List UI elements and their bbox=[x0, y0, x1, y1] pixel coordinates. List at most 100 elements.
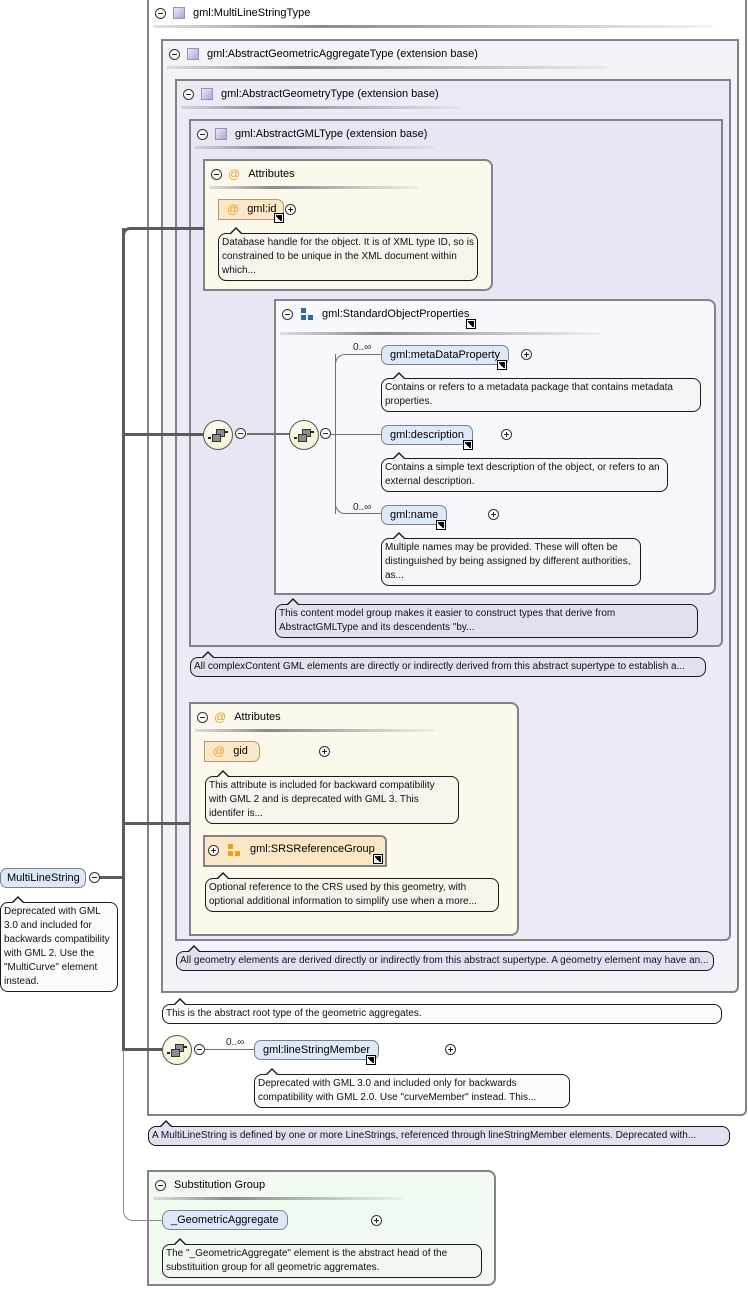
attribute-name: gml:id bbox=[247, 203, 277, 215]
connector-to-attributes-1 bbox=[130, 227, 204, 230]
group-doc: Optional reference to the CRS used by th… bbox=[205, 872, 499, 912]
collapse-icon[interactable] bbox=[282, 308, 293, 320]
srs-reference-group[interactable]: gml:SRSReferenceGroup bbox=[203, 835, 387, 867]
separator bbox=[153, 1197, 403, 1200]
substitution-header: Substitution Group bbox=[155, 1178, 265, 1192]
connector-line bbox=[205, 1049, 255, 1050]
attributes-header-2: @ Attributes bbox=[197, 710, 281, 724]
occurs-label: 0..∞ bbox=[353, 502, 372, 513]
separator bbox=[153, 25, 713, 28]
connector-line bbox=[247, 433, 290, 435]
type-doc: A MultiLineString is defined by one or m… bbox=[148, 1120, 730, 1146]
collapse-icon[interactable] bbox=[183, 88, 194, 100]
sequence-icon[interactable] bbox=[203, 420, 233, 450]
element-name[interactable]: gml:name bbox=[381, 505, 448, 525]
attribute-gml-id[interactable]: @ gml:id bbox=[218, 199, 284, 220]
group-doc: This content model group makes it easier… bbox=[275, 598, 698, 638]
attribute-doc: Database handle for the object. It is of… bbox=[218, 227, 478, 281]
separator bbox=[195, 146, 435, 149]
expand-icon[interactable] bbox=[521, 349, 533, 360]
geometry-header: gml:AbstractGeometryType (extension base… bbox=[183, 87, 439, 101]
collapse-icon[interactable] bbox=[194, 1044, 205, 1055]
attribute-group-icon bbox=[228, 844, 242, 858]
aggregate-type-doc: This is the abstract root type of the ge… bbox=[162, 998, 722, 1024]
complex-type-icon bbox=[215, 128, 227, 140]
element-geometricaggregate[interactable]: _GeometricAggregate bbox=[162, 1210, 288, 1230]
attributes-title: Attributes bbox=[248, 168, 295, 180]
group-icon bbox=[301, 307, 314, 321]
reference-arrow-icon[interactable] bbox=[366, 1055, 376, 1065]
connector-to-member-sequence bbox=[122, 1048, 163, 1051]
attribute-doc: This attribute is included for backward … bbox=[205, 770, 459, 824]
reference-arrow-icon[interactable] bbox=[497, 360, 507, 370]
geometry-type-doc: All geometry elements are derived direct… bbox=[176, 945, 714, 971]
collapse-icon[interactable] bbox=[155, 1179, 166, 1191]
connector-to-sequence bbox=[122, 433, 204, 436]
separator bbox=[167, 66, 607, 69]
separator bbox=[280, 332, 600, 335]
element-doc: Contains or refers to a metadata package… bbox=[381, 372, 701, 412]
trunk-corner bbox=[122, 227, 134, 239]
collapse-icon[interactable] bbox=[211, 168, 222, 180]
element-doc: Multiple names may be provided. These wi… bbox=[381, 532, 641, 586]
expand-icon[interactable] bbox=[371, 1215, 383, 1226]
collapse-icon[interactable] bbox=[169, 48, 180, 60]
gml-title: gml:AbstractGMLType (extension base) bbox=[235, 128, 428, 140]
attribute-icon: @ bbox=[227, 202, 240, 216]
attribute-icon: @ bbox=[214, 710, 227, 724]
attribute-gid[interactable]: @ gid bbox=[204, 741, 260, 762]
aggregate-header: gml:AbstractGeometricAggregateType (exte… bbox=[169, 47, 478, 61]
occurs-label: 0..∞ bbox=[353, 342, 372, 353]
type-title: gml:MultiLineStringType bbox=[193, 7, 311, 19]
expand-icon[interactable] bbox=[501, 429, 513, 440]
complex-type-icon bbox=[173, 7, 185, 19]
collapse-icon[interactable] bbox=[89, 872, 100, 883]
expand-icon[interactable] bbox=[208, 845, 219, 856]
reference-arrow-icon[interactable] bbox=[373, 854, 383, 864]
root-doc: Deprecated with GML 3.0 and included for… bbox=[0, 896, 118, 992]
separator bbox=[181, 106, 461, 109]
group-title: gml:StandardObjectProperties bbox=[322, 308, 470, 320]
connector-root bbox=[99, 876, 124, 879]
attributes-title: Attributes bbox=[234, 711, 281, 723]
expand-icon[interactable] bbox=[319, 746, 331, 757]
reference-arrow-icon[interactable] bbox=[274, 213, 284, 223]
reference-arrow-icon[interactable] bbox=[463, 440, 473, 450]
group-header: gml:StandardObjectProperties bbox=[282, 307, 469, 321]
complex-type-icon bbox=[201, 88, 213, 100]
expand-icon[interactable] bbox=[285, 204, 296, 215]
element-linestringmember[interactable]: gml:lineStringMember bbox=[254, 1040, 379, 1060]
trunk-line bbox=[122, 228, 125, 1050]
substitution-connector bbox=[123, 1050, 163, 1221]
element-doc: Deprecated with GML 3.0 and included onl… bbox=[254, 1068, 570, 1108]
collapse-icon[interactable] bbox=[197, 128, 208, 140]
root-element[interactable]: MultiLineString bbox=[0, 868, 86, 888]
sequence-icon[interactable] bbox=[289, 420, 319, 450]
element-description[interactable]: gml:description bbox=[381, 425, 473, 445]
separator bbox=[195, 729, 435, 732]
reference-arrow-icon[interactable] bbox=[466, 319, 476, 329]
connector-to-attributes-2 bbox=[122, 822, 190, 825]
expand-icon[interactable] bbox=[488, 509, 500, 520]
separator bbox=[209, 186, 419, 189]
type-header: gml:MultiLineStringType bbox=[155, 6, 310, 20]
occurs-label: 0..∞ bbox=[226, 1037, 245, 1048]
substitution-title: Substitution Group bbox=[174, 1179, 266, 1191]
collapse-icon[interactable] bbox=[320, 428, 331, 439]
gml-header: gml:AbstractGMLType (extension base) bbox=[197, 127, 427, 141]
collapse-icon[interactable] bbox=[155, 7, 166, 19]
substitution-doc: The "_GeometricAggregate" element is the… bbox=[162, 1238, 482, 1278]
connector-line bbox=[320, 434, 381, 435]
group-name: gml:SRSReferenceGroup bbox=[250, 843, 375, 855]
reference-arrow-icon[interactable] bbox=[436, 520, 446, 530]
expand-icon[interactable] bbox=[445, 1044, 457, 1055]
collapse-icon[interactable] bbox=[235, 428, 246, 439]
gml-type-doc: All complexContent GML elements are dire… bbox=[190, 651, 706, 677]
element-doc: Contains a simple text description of th… bbox=[381, 452, 668, 492]
geometry-title: gml:AbstractGeometryType (extension base… bbox=[221, 88, 439, 100]
attribute-icon: @ bbox=[213, 744, 226, 758]
sequence-icon[interactable] bbox=[162, 1035, 192, 1065]
element-metadataproperty[interactable]: gml:metaDataProperty bbox=[381, 345, 510, 365]
attribute-name: gid bbox=[233, 745, 248, 757]
collapse-icon[interactable] bbox=[197, 711, 208, 723]
